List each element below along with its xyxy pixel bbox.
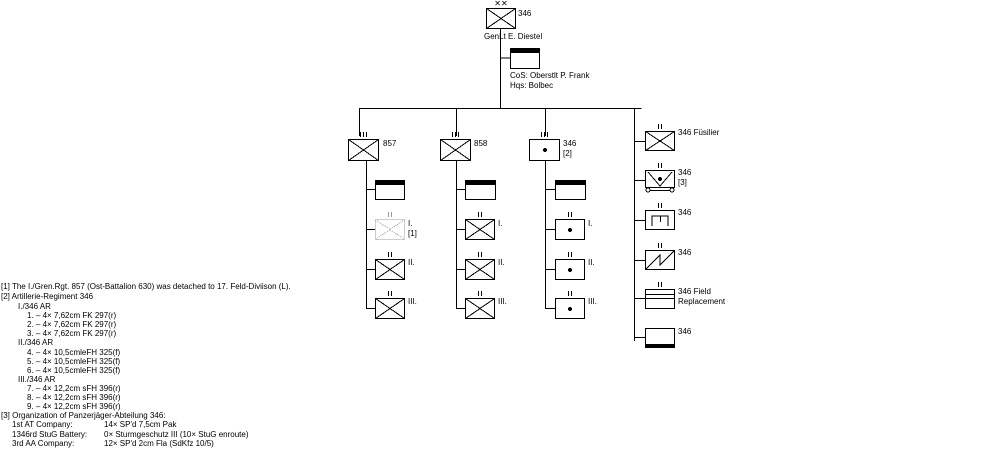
note-battery-7: 7. – 4× 12,2cm sFH 396(r)	[27, 384, 121, 393]
battalion-857-1-ref: [1]	[408, 229, 417, 238]
note-battery-3: 3. – 4× 7,62cm FK 297(r)	[27, 329, 116, 338]
note-battery-4: 4. – 4× 10,5cmleFH 325(f)	[27, 348, 120, 357]
regiment-346-artillery-symbol	[529, 132, 560, 161]
battalion-346-3-symbol	[555, 291, 585, 319]
connector-lines	[359, 28, 645, 341]
panzerjager-battalion-ref: [3]	[678, 178, 687, 187]
field-replacement-battalion-symbol	[645, 282, 675, 309]
supply-troops-label: 346	[678, 327, 692, 336]
note-ar-3: III./346 AR	[18, 375, 56, 384]
note-company-2-detail: 0× Sturmgeschutz III (10× StuG enroute)	[104, 430, 249, 439]
note-ar-2: II./346 AR	[18, 338, 53, 347]
battalion-346-2-label: II.	[588, 258, 595, 267]
regiment-857-symbol	[348, 132, 379, 161]
battalion-858-1-label: I.	[498, 219, 502, 228]
division-number: 346	[518, 9, 532, 18]
note-ar-1: I./346 AR	[18, 302, 51, 311]
note-company-3-name: 3rd AA Company:	[12, 439, 74, 448]
note-2: [2] Artillerie-Regiment 346	[1, 292, 94, 301]
battalion-858-3-symbol	[465, 291, 495, 319]
panzerjager-battalion-symbol	[645, 163, 675, 193]
regiment-858-symbol	[440, 132, 471, 161]
svg-text:✕✕: ✕✕	[494, 0, 507, 8]
regiment-857-staff-symbol	[375, 180, 405, 200]
hq-location: Hqs: Bolbec	[510, 81, 553, 90]
field-replacement-label-2: Replacement	[678, 297, 726, 306]
note-company-2-name: 1346rd StuG Battery:	[12, 430, 87, 439]
battalion-857-2-symbol	[375, 252, 405, 280]
battalion-858-3-label: III.	[498, 297, 507, 306]
note-company-3-detail: 12× SP'd 2cm Fla (SdKfz 10/5)	[104, 439, 214, 448]
note-battery-1: 1. – 4× 7,62cm FK 297(r)	[27, 311, 116, 320]
note-battery-9: 9. – 4× 12,2cm sFH 396(r)	[27, 402, 121, 411]
note-battery-8: 8. – 4× 12,2cm sFH 396(r)	[27, 393, 121, 402]
regiment-858-staff-symbol	[465, 180, 496, 200]
battalion-346-2-symbol	[555, 252, 585, 280]
regiment-857-label: 857	[383, 139, 397, 148]
battalion-857-2-label: II.	[408, 258, 415, 267]
fusilier-battalion-label: 346 Füsilier	[678, 128, 720, 137]
regiment-858-label: 858	[474, 139, 488, 148]
battalion-346-3-label: III.	[588, 297, 597, 306]
regiment-346-staff-symbol	[555, 180, 586, 200]
supply-troops-symbol	[645, 328, 675, 348]
division-symbol: ✕✕	[486, 0, 516, 29]
hq-chief-of-staff: CoS: Oberstlt P. Frank	[510, 71, 590, 80]
engineer-battalion-label: 346	[678, 208, 692, 217]
battalion-346-1-symbol	[555, 212, 585, 240]
field-replacement-label: 346 Field	[678, 287, 711, 296]
battalion-858-2-label: II.	[498, 258, 505, 267]
note-company-1-detail: 14× SP'd 7,5cm Pak	[104, 420, 177, 429]
battalion-857-3-symbol	[375, 291, 405, 319]
battalion-858-2-symbol	[465, 252, 495, 280]
signals-battalion-symbol	[645, 243, 675, 270]
note-battery-6: 6. – 4× 10,5cmleFH 325(f)	[27, 366, 120, 375]
footnotes: [1] The I./Gren.Rgt. 857 (Ost-Battalion …	[1, 282, 291, 448]
battalion-857-3-label: III.	[408, 297, 417, 306]
regiment-346-label: 346	[563, 139, 577, 148]
signals-battalion-label: 346	[678, 248, 692, 257]
note-battery-5: 5. – 4× 10,5cmleFH 325(f)	[27, 357, 120, 366]
fusilier-battalion-symbol	[645, 124, 675, 151]
note-battery-2: 2. – 4× 7,62cm FK 297(r)	[27, 320, 116, 329]
battalion-346-1-label: I.	[588, 219, 592, 228]
engineer-battalion-symbol	[645, 203, 675, 230]
battalion-858-1-symbol	[465, 212, 495, 240]
division-commander: GenLt E. Diestel	[484, 32, 542, 41]
regiment-346-ref: [2]	[563, 149, 572, 158]
battalion-857-1-label: I.	[408, 219, 412, 228]
note-company-1-name: 1st AT Company:	[12, 420, 73, 429]
hq-staff-symbol	[510, 48, 540, 69]
panzerjager-battalion-label: 346	[678, 168, 692, 177]
note-3: [3] Organization of Panzerjäger-Abteilun…	[1, 411, 166, 420]
note-1: [1] The I./Gren.Rgt. 857 (Ost-Battalion …	[1, 282, 291, 291]
battalion-857-1-symbol	[375, 212, 405, 240]
